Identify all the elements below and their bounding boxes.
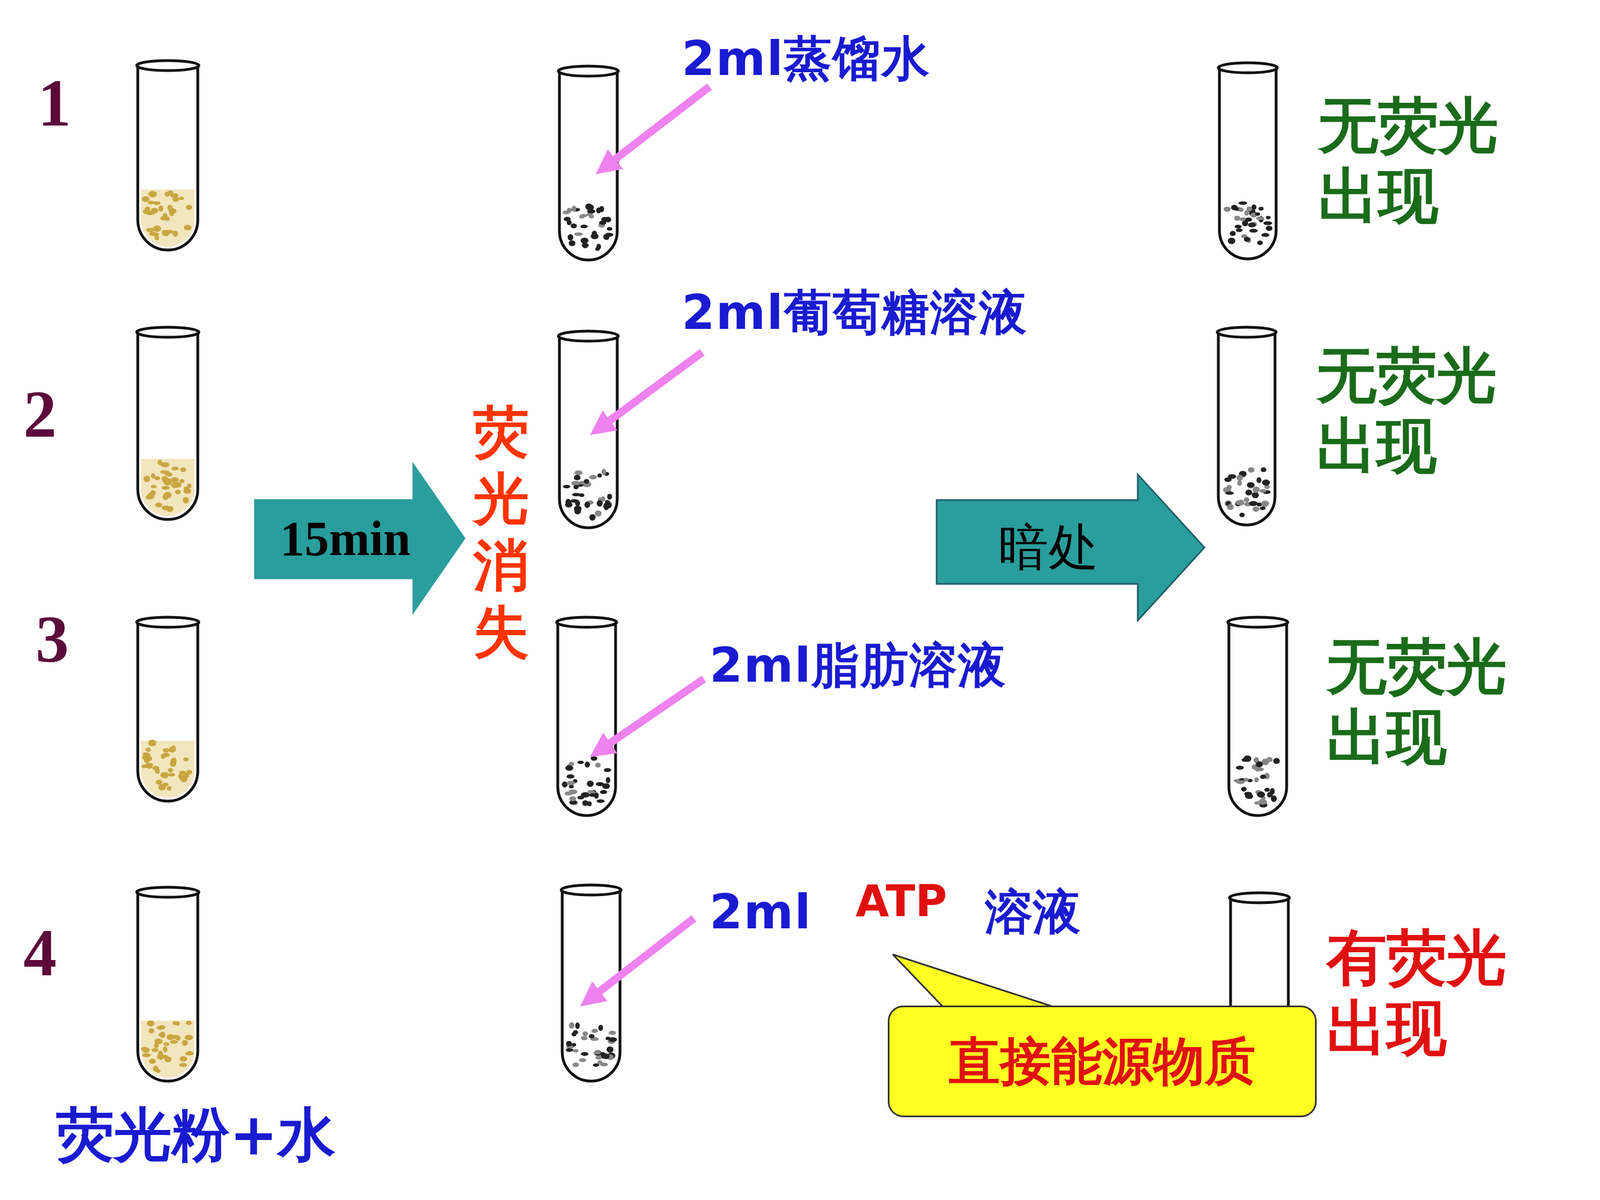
row-number: 1 [37,66,72,140]
arrow-label: 15min [280,510,411,567]
test-tube [136,617,199,802]
sample-label: 荧光粉+水 [56,1102,336,1167]
row-number: 4 [23,916,57,990]
arrow-label: 暗处 [998,513,1099,582]
reagent-label: 2ml葡萄糖溶液 [681,286,1028,339]
callout-text: 直接能源物质 [948,1027,1256,1097]
test-tube [136,327,199,520]
atp-label: ATP [855,877,948,926]
test-tube [1218,62,1278,259]
pointer-arrow [590,918,694,999]
callout-box: 直接能源物质 [887,1005,1317,1118]
test-tube [558,331,619,528]
reagent-label: 2ml [709,885,812,939]
reagent-label: 2ml脂肪溶液 [709,638,1007,692]
test-tube [1227,617,1288,816]
test-tubes [136,60,1290,1082]
test-tube [136,887,199,1082]
block-arrow: 15min [255,464,465,613]
pointer-arrow [600,352,703,428]
test-tube [1217,327,1277,525]
test-tube [556,617,617,816]
pointer-arrow [605,86,710,167]
row-number: 2 [23,377,57,452]
arrow-outline [936,474,1205,621]
pointer-arrows [590,86,710,999]
result-label: 有荧光 出现 [1326,922,1519,1064]
arrow-outline [255,464,465,613]
result-label: 无荧光 出现 [1316,340,1509,482]
block-arrow: 暗处 [936,474,1205,621]
row-number: 3 [35,602,69,677]
result-label: 无荧光 出现 [1318,90,1511,232]
reagent-label: 2ml蒸馏水 [681,32,930,85]
vertical-note: 荧光消失 [473,398,529,666]
pointer-arrow [600,678,704,750]
test-tube [136,60,199,250]
reagent-label: 溶液 [985,885,1081,939]
callout-pointer [892,954,1059,1009]
result-label: 无荧光 出现 [1326,631,1519,773]
